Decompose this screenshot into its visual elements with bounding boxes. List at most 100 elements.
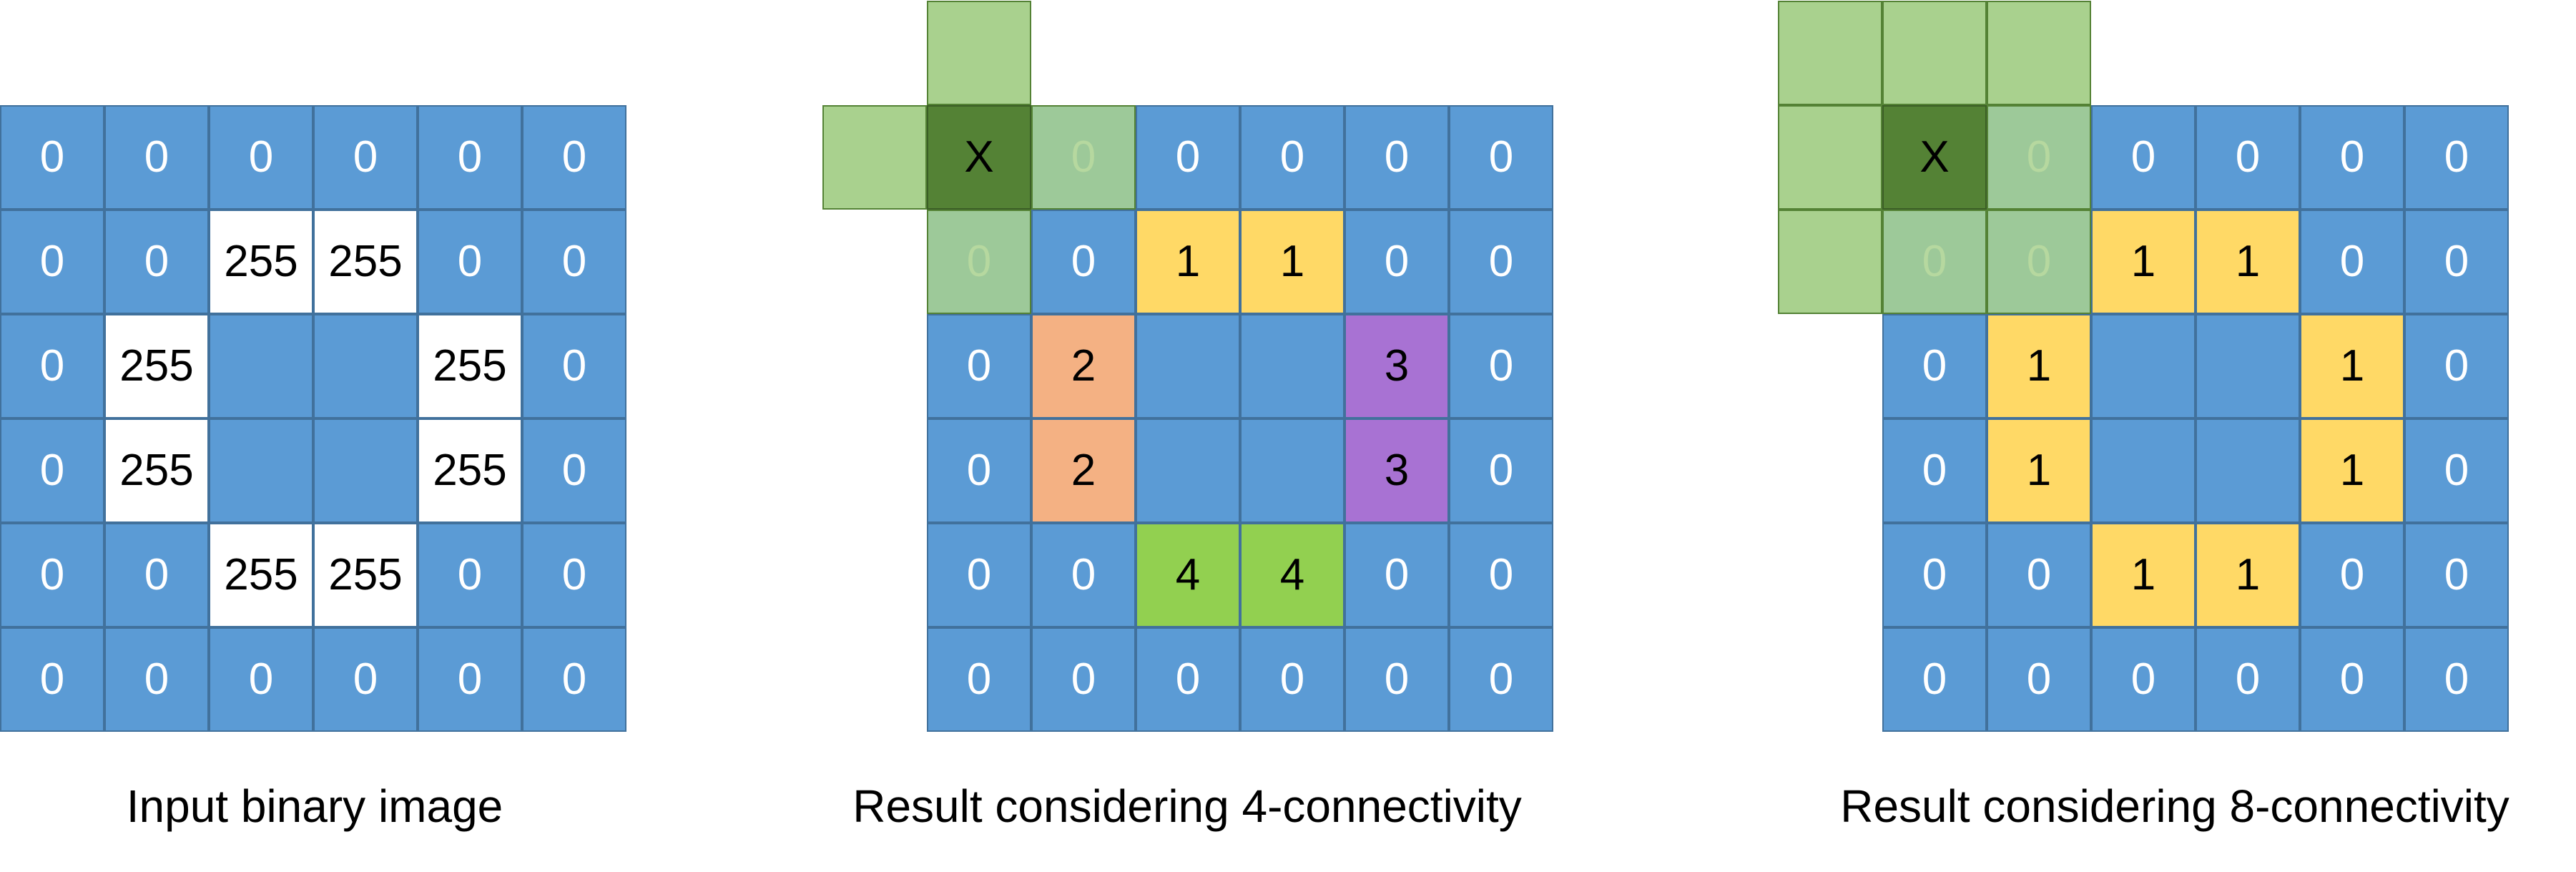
grid-cell: 0 (1882, 210, 1987, 314)
grid-cell: 0 (1344, 105, 1449, 210)
grid-cell: 0 (2196, 627, 2300, 732)
grid-cell: 0 (313, 627, 418, 732)
grid-cell: 0 (1449, 210, 1553, 314)
grid-cell: 0 (1136, 627, 1240, 732)
grid-cell: 0 (522, 523, 626, 627)
grid-cell: 0 (522, 210, 626, 314)
grid-cell: 0 (1449, 418, 1553, 523)
grid-cell: 0 (2404, 418, 2509, 523)
grid-cell: 0 (1449, 314, 1553, 418)
grid-cell: 0 (104, 627, 209, 732)
grid-cell: 255 (313, 523, 418, 627)
grid-cell (2091, 418, 2196, 523)
grid-cell: 0 (313, 105, 418, 210)
neighborhood-cell-top (927, 1, 1031, 105)
grid-cell: 0 (1449, 523, 1553, 627)
neighborhood-cell-top-right (1987, 1, 2091, 105)
grid-cell: 0 (1882, 523, 1987, 627)
input-binary-image-caption: Input binary image (126, 780, 503, 832)
grid-cell: 0 (927, 418, 1031, 523)
neighborhood-cell-bottom-left (1778, 210, 1882, 314)
grid-cell: 4 (1240, 523, 1344, 627)
grid-cell: 0 (0, 210, 104, 314)
current-pixel-cell: X (927, 105, 1031, 210)
grid-cell (313, 418, 418, 523)
grid-cell: 0 (2404, 314, 2509, 418)
grid-cell: 0 (1136, 105, 1240, 210)
grid-cell: 255 (418, 314, 522, 418)
grid-cell: 0 (1987, 210, 2091, 314)
grid-cell: 0 (927, 314, 1031, 418)
grid-cell: 0 (418, 523, 522, 627)
grid-cell (313, 314, 418, 418)
grid-cell: 255 (418, 418, 522, 523)
grid-cell: 0 (1987, 105, 2091, 210)
grid-cell: 0 (1449, 105, 1553, 210)
grid-cell: 1 (1136, 210, 1240, 314)
grid-cell: 0 (1882, 627, 1987, 732)
grid-cell: 0 (1987, 523, 2091, 627)
grid-cell: 0 (2300, 523, 2404, 627)
grid-cell: 0 (1882, 418, 1987, 523)
grid-cell: 0 (927, 523, 1031, 627)
grid-cell: 0 (418, 627, 522, 732)
grid-cell: 255 (104, 314, 209, 418)
grid-cell: 0 (1344, 523, 1449, 627)
grid-cell: 1 (2091, 523, 2196, 627)
grid-cell: 0 (2404, 627, 2509, 732)
neighborhood-cell-left (1778, 105, 1882, 210)
grid-cell: 0 (209, 105, 313, 210)
grid-cell (209, 418, 313, 523)
grid-cell: 0 (104, 210, 209, 314)
grid-cell: 0 (2404, 523, 2509, 627)
grid-cell: 0 (1031, 105, 1136, 210)
grid-cell (1136, 418, 1240, 523)
eight-connectivity-caption: Result considering 8-connectivity (1840, 780, 2509, 832)
grid-cell: 3 (1344, 314, 1449, 418)
grid-cell: 0 (1449, 627, 1553, 732)
grid-cell: 0 (1031, 210, 1136, 314)
grid-cell: 255 (209, 523, 313, 627)
grid-cell: 0 (1240, 105, 1344, 210)
grid-cell: 0 (522, 314, 626, 418)
grid-cell: 0 (522, 418, 626, 523)
grid-cell: 1 (2091, 210, 2196, 314)
grid-cell: 255 (209, 210, 313, 314)
grid-cell: 0 (1987, 627, 2091, 732)
grid-cell: 0 (927, 210, 1031, 314)
grid-cell: 0 (2091, 105, 2196, 210)
neighborhood-cell-top-left (1778, 1, 1882, 105)
grid-cell: 0 (0, 627, 104, 732)
grid-cell: 0 (522, 105, 626, 210)
grid-cell (209, 314, 313, 418)
grid-cell: 0 (2404, 105, 2509, 210)
grid-cell: 0 (2300, 210, 2404, 314)
grid-cell: 0 (2196, 105, 2300, 210)
grid-cell: 0 (1882, 314, 1987, 418)
grid-cell: 0 (1031, 523, 1136, 627)
current-pixel-cell: X (1882, 105, 1987, 210)
four-connectivity-caption: Result considering 4-connectivity (852, 780, 1522, 832)
grid-cell (2091, 314, 2196, 418)
grid-cell: 1 (1240, 210, 1344, 314)
grid-cell (1240, 314, 1344, 418)
grid-cell: 0 (2300, 627, 2404, 732)
grid-cell: 0 (2404, 210, 2509, 314)
grid-cell: 0 (1240, 627, 1344, 732)
grid-cell: 255 (104, 418, 209, 523)
grid-cell: 1 (1987, 314, 2091, 418)
grid-cell: 0 (0, 105, 104, 210)
grid-cell: 0 (0, 314, 104, 418)
grid-cell: 0 (1344, 210, 1449, 314)
grid-cell: 0 (209, 627, 313, 732)
grid-cell (1240, 418, 1344, 523)
grid-cell: 2 (1031, 418, 1136, 523)
grid-cell: 1 (1987, 418, 2091, 523)
grid-cell (2196, 418, 2300, 523)
grid-cell: 1 (2300, 314, 2404, 418)
grid-cell: 4 (1136, 523, 1240, 627)
grid-cell: 2 (1031, 314, 1136, 418)
grid-cell: 3 (1344, 418, 1449, 523)
grid-cell: 0 (2300, 105, 2404, 210)
grid-cell: 0 (0, 418, 104, 523)
